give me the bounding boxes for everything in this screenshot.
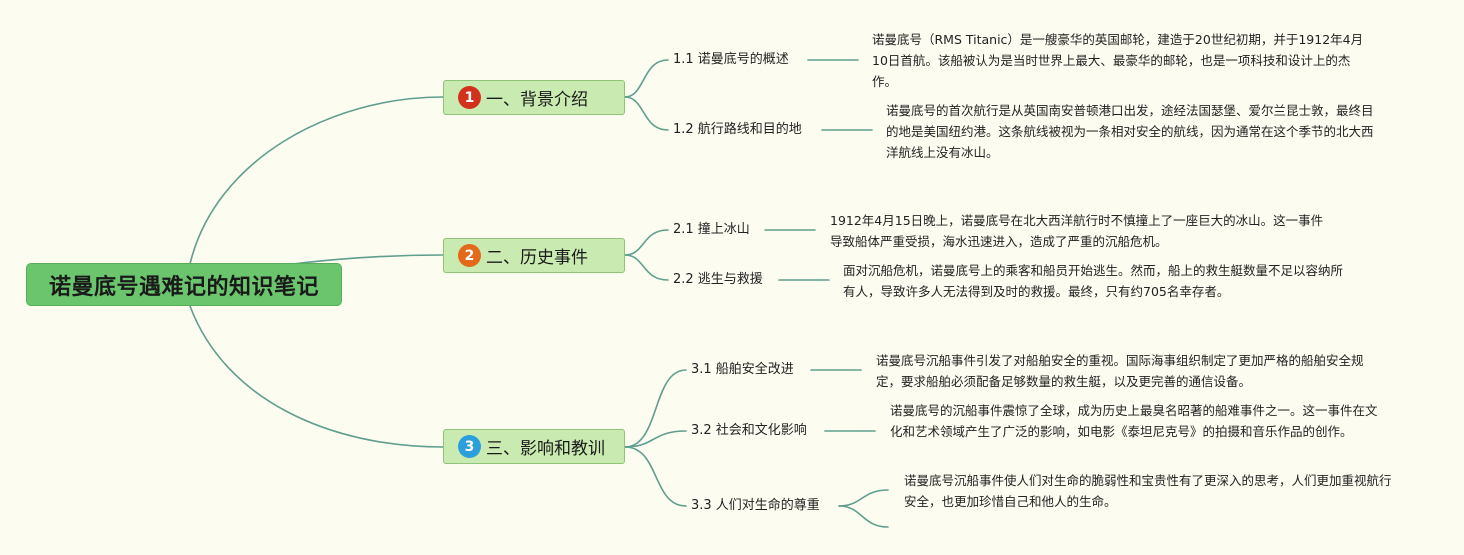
number-badge: 1: [458, 86, 481, 109]
subtopic-3-1[interactable]: 3.1 船舶安全改进: [691, 362, 794, 377]
connector-branch3-sub1: [624, 369, 687, 448]
branch-label: 二、历史事件: [486, 248, 588, 268]
note-2-2[interactable]: 面对沉船危机，诺曼底号上的乘客和船员开始逃生。然而，船上的救生艇数量不足以容纳所…: [843, 263, 1344, 299]
subtopic-1-2[interactable]: 1.2 航行路线和目的地: [673, 122, 802, 137]
connector-branch2-sub1: [624, 229, 669, 256]
connector-root-branch-2: [284, 254, 444, 266]
connector-branch3-sub2: [624, 430, 687, 448]
number-badge: 2: [458, 244, 481, 267]
note-3-3[interactable]: 诺曼底号沉船事件使人们对生命的脆弱性和宝贵性有了更深入的思考，人们更加重视航行安…: [904, 473, 1392, 509]
subtopic-3-3[interactable]: 3.3 人们对生命的尊重: [691, 498, 820, 513]
connector-branch1-sub2: [624, 96, 669, 131]
subtopic-1-1[interactable]: 1.1 诺曼底号的概述: [673, 52, 789, 67]
subtopic-2-2[interactable]: 2.2 逃生与救援: [673, 272, 763, 287]
connector-branch1-sub1: [624, 59, 669, 98]
connector-sub-3-3: [838, 489, 889, 507]
note-1-1[interactable]: 诺曼底号（RMS Titanic）是一艘豪华的英国邮轮，建造于20世纪初期，并于…: [872, 32, 1364, 89]
note-2-1[interactable]: 1912年4月15日晚上，诺曼底号在北大西洋航行时不慎撞上了一座巨大的冰山。这一…: [830, 213, 1324, 249]
root-topic[interactable]: 诺曼底号遇难记的知识笔记: [26, 263, 342, 306]
branch-label: 三、影响和教训: [486, 439, 605, 459]
connector-branch2-sub2: [624, 254, 669, 281]
connector-root-branch-1: [189, 96, 444, 265]
subtopic-3-2[interactable]: 3.2 社会和文化影响: [691, 423, 807, 438]
connector-sub-3-3-lower: [838, 505, 889, 528]
branch-background[interactable]: 1 一、背景介绍: [443, 80, 625, 115]
number-badge: 3: [458, 435, 481, 458]
note-3-1[interactable]: 诺曼底号沉船事件引发了对船舶安全的重视。国际海事组织制定了更加严格的船舶安全规定…: [876, 353, 1364, 389]
branch-impact[interactable]: 3 三、影响和教训: [443, 429, 625, 464]
connector-branch3-sub3: [624, 446, 687, 507]
note-1-2[interactable]: 诺曼底号的首次航行是从英国南安普顿港口出发，途经法国瑟堡、爱尔兰昆士敦，最终目的…: [886, 103, 1374, 160]
branch-label: 一、背景介绍: [486, 90, 588, 110]
subtopic-2-1[interactable]: 2.1 撞上冰山: [673, 222, 750, 237]
branch-history[interactable]: 2 二、历史事件: [443, 238, 625, 273]
note-3-2[interactable]: 诺曼底号的沉船事件震惊了全球，成为历史上最臭名昭著的船难事件之一。这一事件在文化…: [890, 403, 1378, 439]
connector-root-branch-3: [189, 305, 444, 448]
